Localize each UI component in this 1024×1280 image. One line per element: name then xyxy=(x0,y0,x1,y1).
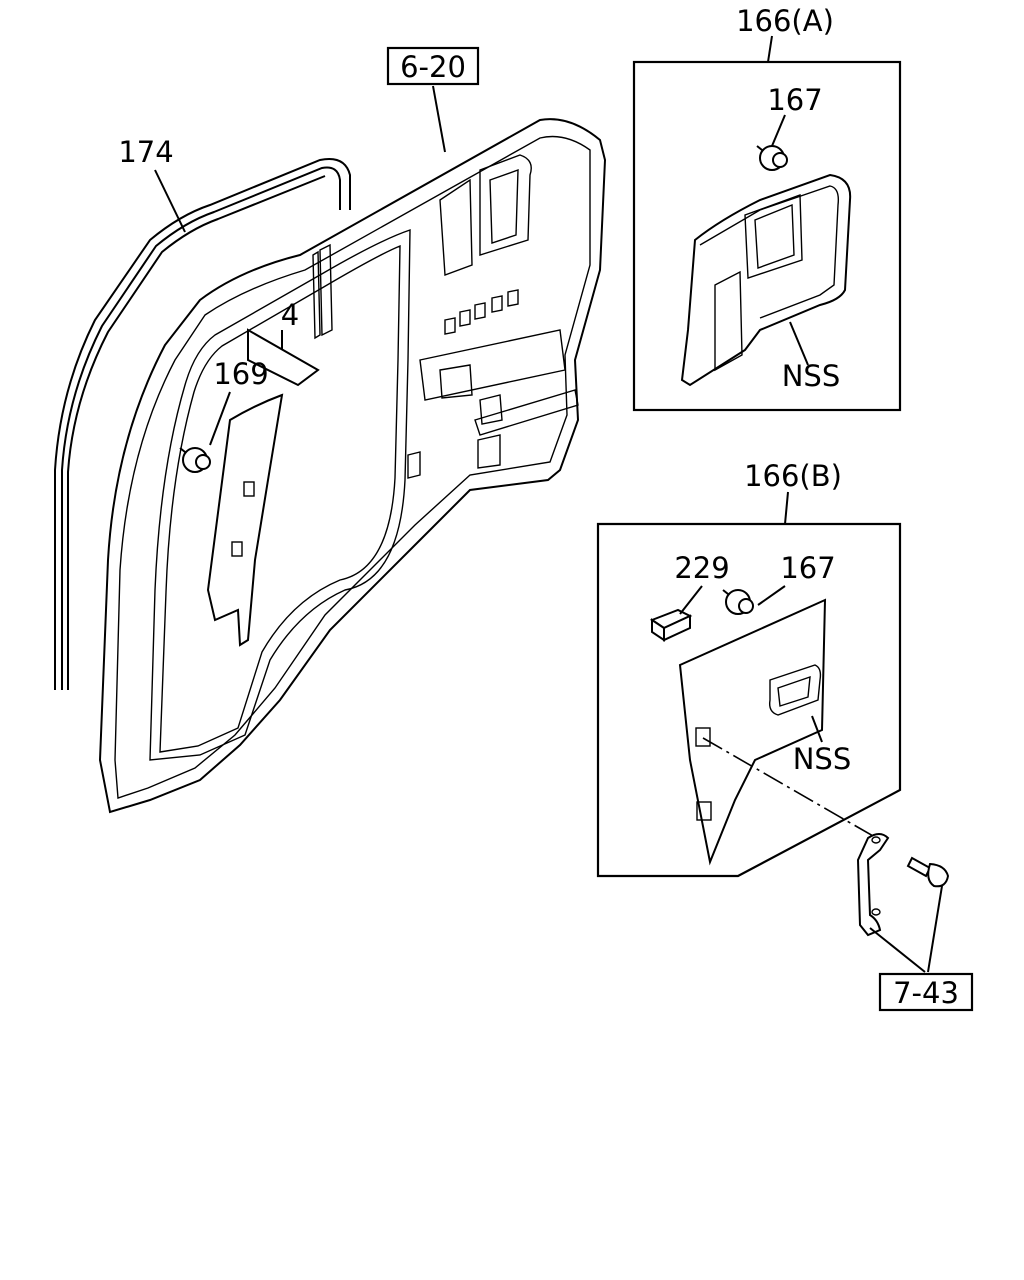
part-229-label: 229 xyxy=(674,551,729,585)
ref-box-6-20 xyxy=(386,46,480,86)
part-174-label: 174 xyxy=(118,135,173,169)
group-166b-box xyxy=(596,491,902,878)
ref-6-20-label: 6-20 xyxy=(400,50,466,84)
group-166b-label: 166(B) xyxy=(744,459,842,493)
part-167-b-label: 167 xyxy=(780,551,835,585)
group-166a-label: 166(A) xyxy=(736,4,834,38)
door-panel xyxy=(98,118,607,814)
bracket-assembly xyxy=(856,833,950,973)
nss-a-label: NSS xyxy=(782,359,841,393)
nss-b-label: NSS xyxy=(793,742,852,776)
part-167-a-label: 167 xyxy=(767,83,822,117)
group-166a-box xyxy=(632,35,902,412)
trim-part-4 xyxy=(206,328,320,647)
part-4-label: 4 xyxy=(281,298,299,332)
leader-174 xyxy=(154,169,186,233)
leader-169 xyxy=(209,391,231,446)
weatherstrip-174 xyxy=(54,158,351,690)
clip-169 xyxy=(179,447,211,473)
part-169-label: 169 xyxy=(213,357,268,391)
leader-6-20 xyxy=(432,85,446,153)
ref-box-7-43 xyxy=(878,972,974,1012)
ref-7-43-label: 7-43 xyxy=(893,976,959,1010)
